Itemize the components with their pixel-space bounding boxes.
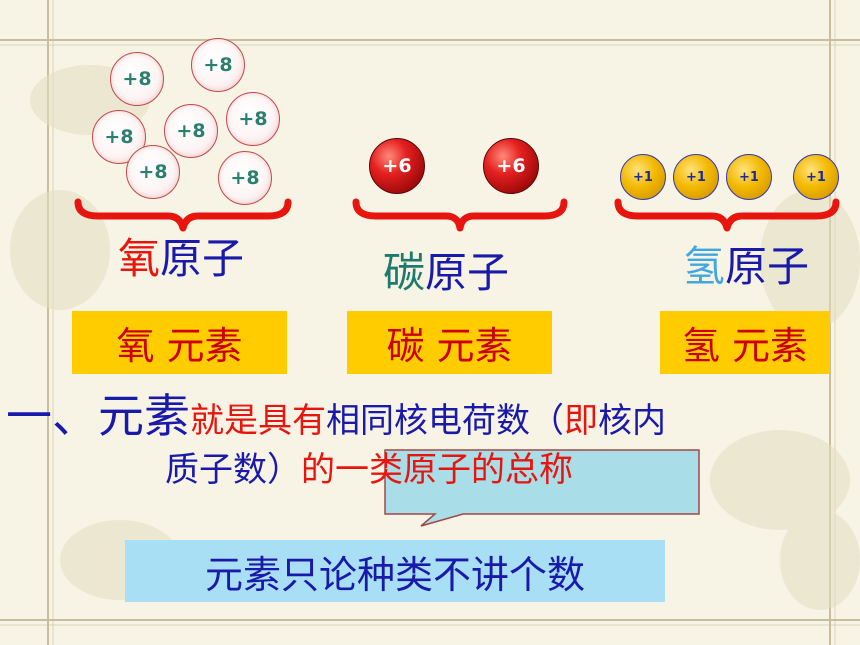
callout-box xyxy=(384,449,700,527)
oxygen-atom: +8 xyxy=(191,38,245,92)
hydrogen-brace xyxy=(614,198,840,232)
definition-nuclear-charge: 相同核电荷数 xyxy=(326,401,530,441)
oxygen-atom: +8 xyxy=(92,110,146,164)
carbon-atom: +6 xyxy=(483,138,539,194)
definition-nucleus: 核内 xyxy=(598,401,666,441)
oxygen-atom: +8 xyxy=(164,104,218,158)
carbon-atom-label: 碳原子 xyxy=(383,252,509,294)
definition-tail: 一类原子的总称 xyxy=(335,450,573,490)
carbon-char: 碳 xyxy=(383,248,426,297)
oxygen-brace xyxy=(74,198,292,232)
oxygen-atom: +8 xyxy=(110,52,164,106)
oxygen-atom-label: 氧原子 xyxy=(118,238,244,280)
oxygen-char: 氧 xyxy=(118,234,161,283)
definition-is: 就是具有 xyxy=(190,401,326,441)
definition-protons: 质子数） xyxy=(165,450,301,490)
carbon-atom: +6 xyxy=(369,138,425,194)
hydrogen-element-box: 氢 元素 xyxy=(660,311,830,374)
hydrogen-atom: +1 xyxy=(620,154,666,200)
definition-ie: 即 xyxy=(564,401,598,441)
oxygen-atom: +8 xyxy=(126,145,180,199)
hydrogen-atom: +1 xyxy=(793,154,839,200)
oxygen-atom: +8 xyxy=(218,151,272,205)
atom-word: 原子 xyxy=(425,248,510,297)
atom-word: 原子 xyxy=(160,234,245,283)
hydrogen-atom-label: 氢原子 xyxy=(683,246,809,288)
atom-word: 原子 xyxy=(725,242,810,291)
oxygen-atom: +8 xyxy=(226,92,280,146)
hydrogen-char: 氢 xyxy=(683,242,726,291)
hydrogen-atom: +1 xyxy=(673,154,719,200)
section-number: 一、 xyxy=(6,389,98,443)
hydrogen-atom: +1 xyxy=(726,154,772,200)
definition-paren-open: （ xyxy=(530,401,564,441)
definition-line-1: 一、元素就是具有相同核电荷数（即核内 xyxy=(6,393,666,439)
definition-of: 的 xyxy=(301,450,335,490)
definition-line-2: 质子数）的一类原子的总称 xyxy=(165,453,573,487)
note-box: 元素只论种类不讲个数 xyxy=(125,540,665,602)
carbon-element-box: 碳 元素 xyxy=(347,311,552,374)
carbon-brace xyxy=(352,198,568,232)
definition-term: 元素 xyxy=(98,389,190,443)
oxygen-element-box: 氧 元素 xyxy=(72,311,287,374)
